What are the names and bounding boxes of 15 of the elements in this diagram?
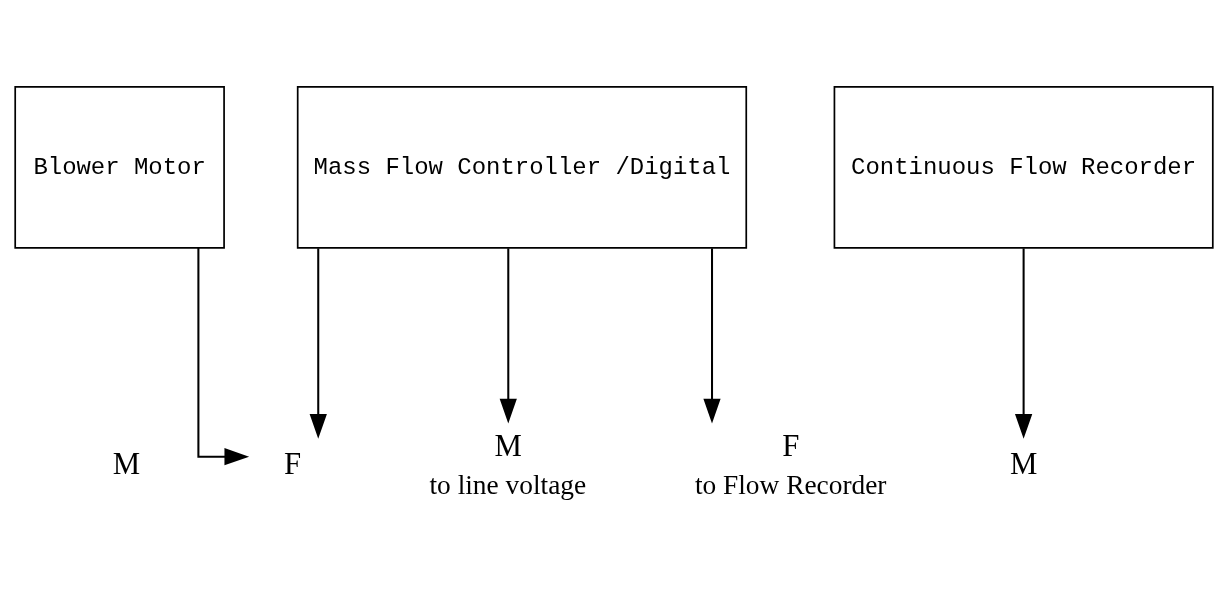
node-text: F — [782, 428, 800, 463]
node-text: M — [1009, 446, 1038, 481]
node-text: M — [494, 428, 522, 463]
node-label: to Flow Recorder — [694, 469, 887, 500]
node-box: Mass Flow Controller /Digital — [296, 85, 748, 249]
node-box: Continuous Flow Recorder — [833, 85, 1214, 249]
arrow — [1014, 247, 1033, 439]
arrow — [499, 247, 517, 423]
node-box: Blower Motor — [14, 85, 225, 249]
node-text: M — [112, 446, 141, 481]
arrow — [309, 247, 327, 439]
arrow — [197, 247, 250, 465]
node-text: F — [284, 446, 302, 481]
arrow — [703, 247, 721, 423]
node-label: to line voltage — [429, 469, 587, 500]
